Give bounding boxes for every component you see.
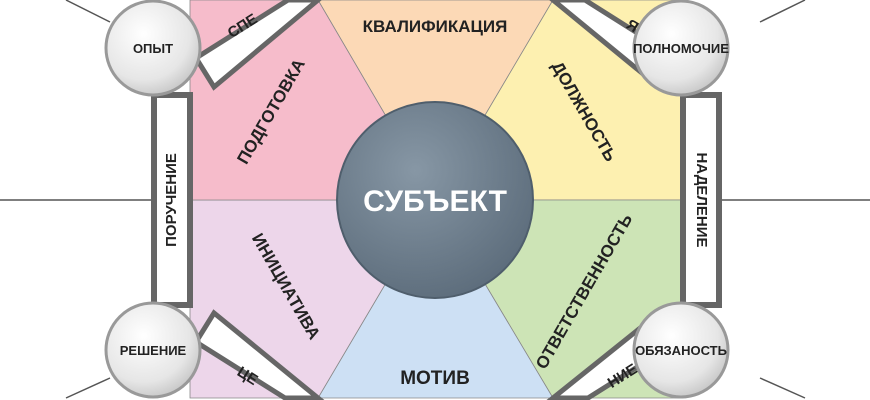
center-node: СУБЪЕКТ (336, 101, 534, 299)
svg-text:СУБЪЕКТ: СУБЪЕКТ (363, 185, 507, 218)
link-left: ПОРУЧЕНИЕ (151, 92, 193, 308)
svg-text:НАДЕЛЕНИЕ: НАДЕЛЕНИЕ (693, 152, 710, 247)
node-top-left: ОПЫТ (104, 0, 202, 97)
sector-label-top: КВАЛИФИКАЦИЯ (363, 17, 508, 36)
svg-text:РЕШЕНИЕ: РЕШЕНИЕ (120, 343, 187, 358)
sector-label-bottom: МОТИВ (400, 368, 470, 389)
node-bottom-right: ОБЯЗАНОСТЬ (632, 301, 730, 399)
node-bottom-left: РЕШЕНИЕ (104, 301, 202, 399)
svg-text:ПОРУЧЕНИЕ: ПОРУЧЕНИЕ (163, 153, 180, 247)
svg-text:ПОЛНОМОЧИЕ: ПОЛНОМОЧИЕ (633, 41, 729, 56)
svg-text:ОПЫТ: ОПЫТ (133, 41, 173, 56)
svg-text:ОБЯЗАНОСТЬ: ОБЯЗАНОСТЬ (635, 343, 727, 358)
node-top-right: ПОЛНОМОЧИЕ (632, 0, 730, 97)
link-right: НАДЕЛЕНИЕ (680, 92, 722, 308)
